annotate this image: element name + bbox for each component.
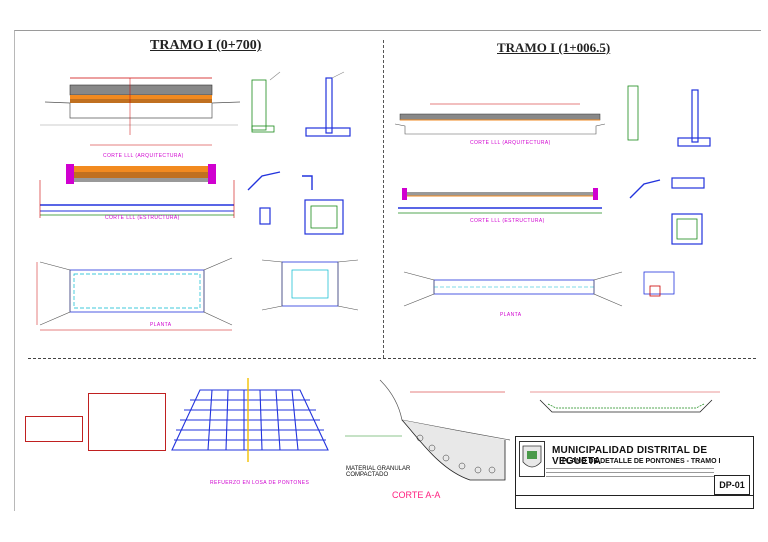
municipal-seal-icon	[519, 441, 545, 477]
vertical-divider	[383, 40, 384, 358]
left-column-detail	[259, 199, 344, 235]
right-section-title: TRAMO I (1+006.5)	[497, 40, 611, 55]
drawing-sheet	[14, 30, 761, 511]
left-wall-details	[251, 71, 351, 137]
refuerzo-losa	[171, 378, 329, 462]
canal-section	[530, 391, 720, 413]
caption-corte-est-left: CORTE LLL (ESTRUCTURA)	[105, 215, 180, 221]
caption-planta-right: PLANTA	[500, 312, 522, 318]
title-block: MUNICIPALIDAD DISTRITAL DE VEGUETA PLANO…	[515, 436, 754, 509]
title-block-divider	[516, 495, 753, 496]
left-corte-arquitectura	[40, 77, 241, 146]
length-table	[25, 416, 83, 442]
left-section-title: TRAMO I (0+700)	[150, 38, 262, 53]
right-corte-arquitectura	[394, 85, 711, 147]
corte-aa-title: CORTE A-A	[392, 490, 441, 500]
organization-name: MUNICIPALIDAD DISTRITAL DE VEGUETA	[552, 445, 708, 467]
plan-title: PLANO DE DETALLE DE PONTONES - TRAMO I	[562, 458, 721, 465]
right-planta	[403, 271, 675, 307]
right-corte-estructura	[398, 177, 705, 245]
corte-aa-detail	[345, 379, 511, 481]
project-description-lines	[546, 468, 714, 480]
caption-planta-left: PLANTA	[150, 322, 172, 328]
caption-corte-est-right: CORTE LLL (ESTRUCTURA)	[470, 218, 545, 224]
specifications-table	[88, 393, 166, 451]
left-planta	[36, 257, 359, 331]
horizontal-divider	[28, 358, 756, 359]
sheet-code: DP-01	[714, 475, 750, 495]
left-corte-estructura	[39, 164, 313, 218]
caption-corte-arq-left: CORTE LLL (ARQUITECTURA)	[103, 153, 184, 159]
caption-corte-arq-right: CORTE LLL (ARQUITECTURA)	[470, 140, 551, 146]
caption-refuerzo: REFUERZO EN LOSA DE PONTONES	[210, 480, 310, 486]
material-granular-label: MATERIAL GRANULAR COMPACTADO	[346, 466, 411, 478]
